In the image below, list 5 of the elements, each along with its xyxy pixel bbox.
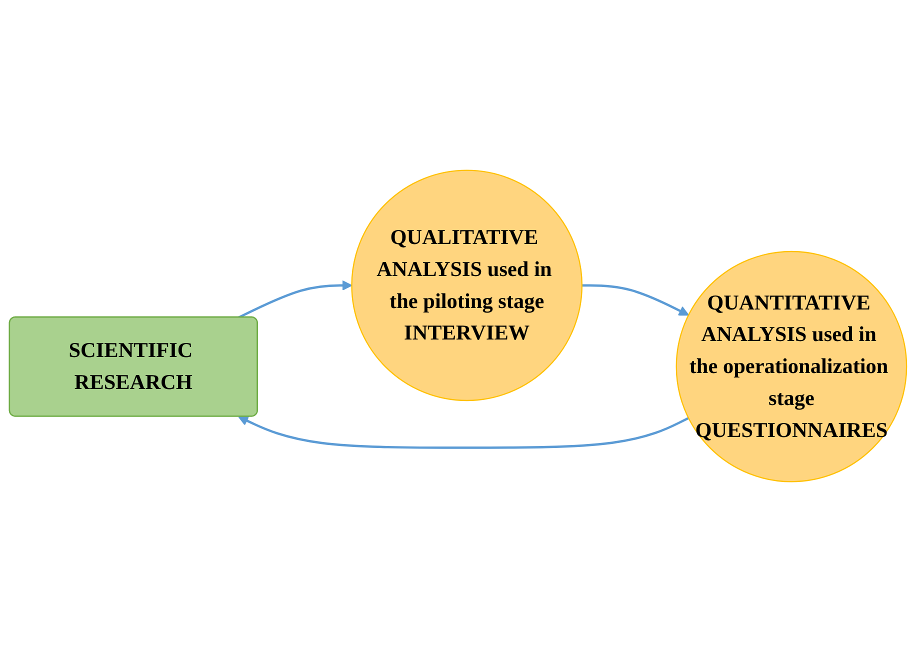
arrow xyxy=(238,416,690,449)
node-circle: QUANTITATIVE ANALYSIS used in the operationalization stage QUESTIONNAIRES xyxy=(676,250,908,482)
arrow xyxy=(238,280,352,319)
node-circle: QUALITATIVE ANALYSIS used in the piloting stage INTERVIEW xyxy=(351,170,583,402)
arrow xyxy=(582,284,689,316)
